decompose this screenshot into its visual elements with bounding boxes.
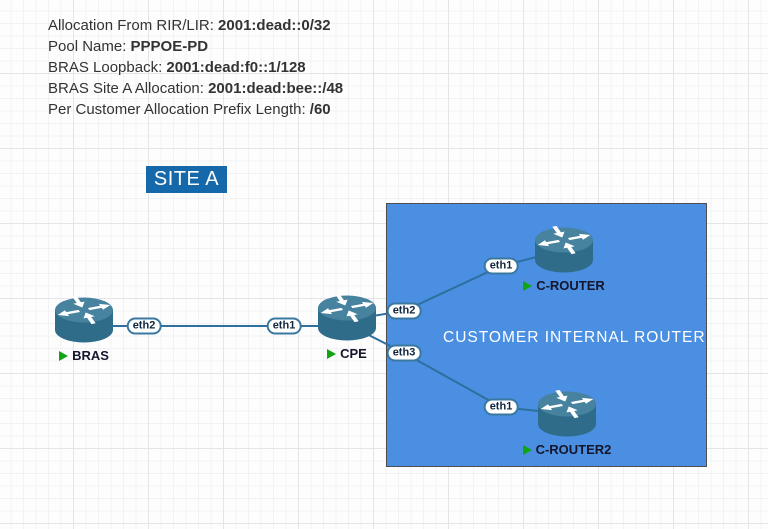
link-cpe-crouter2[interactable] bbox=[346, 323, 567, 415]
allocation-notes[interactable]: Allocation From RIR/LIR: 2001:dead::0/32… bbox=[48, 15, 343, 120]
node-bras[interactable]: BRAS bbox=[39, 296, 129, 363]
node-name: BRAS bbox=[72, 348, 109, 363]
note-line: BRAS Site A Allocation: 2001:dead:bee::/… bbox=[48, 80, 344, 97]
node-label-c-router[interactable]: C-ROUTER bbox=[523, 278, 605, 293]
node-label-bras[interactable]: BRAS bbox=[59, 348, 109, 363]
interface-label-bras-eth2[interactable]: eth2 bbox=[126, 317, 162, 335]
note-line: Per Customer Allocation Prefix Length: /… bbox=[48, 101, 331, 118]
node-cpe[interactable]: CPE bbox=[302, 294, 392, 361]
status-running-icon bbox=[523, 280, 533, 291]
note-line: Pool Name: PPPOE-PD bbox=[48, 38, 209, 55]
node-name: CPE bbox=[340, 346, 367, 361]
interface-label-crouter2-eth1[interactable]: eth1 bbox=[483, 398, 519, 416]
node-name: C-ROUTER bbox=[536, 278, 605, 293]
note-line: Allocation From RIR/LIR: 2001:dead::0/32 bbox=[48, 17, 331, 34]
interface-label-cpe-eth3[interactable]: eth3 bbox=[386, 344, 422, 362]
router-icon bbox=[318, 294, 376, 341]
site-a-label[interactable]: SITE A bbox=[146, 166, 227, 193]
node-name: C-ROUTER2 bbox=[535, 442, 612, 457]
customer-zone-title[interactable]: CUSTOMER INTERNAL ROUTER bbox=[443, 329, 706, 346]
status-running-icon bbox=[327, 348, 337, 359]
status-running-icon bbox=[59, 350, 69, 361]
router-icon bbox=[535, 226, 593, 273]
note-line: BRAS Loopback: 2001:dead:f0::1/128 bbox=[48, 59, 306, 76]
node-label-c-router2[interactable]: C-ROUTER2 bbox=[522, 442, 612, 457]
router-icon bbox=[55, 296, 113, 343]
node-c-router[interactable]: C-ROUTER bbox=[519, 226, 609, 293]
node-c-router2[interactable]: C-ROUTER2 bbox=[522, 390, 612, 457]
status-running-icon bbox=[522, 444, 532, 455]
interface-label-cpe-eth2[interactable]: eth2 bbox=[386, 302, 422, 320]
interface-label-cpe-eth1[interactable]: eth1 bbox=[266, 317, 302, 335]
router-icon bbox=[538, 390, 596, 437]
node-label-cpe[interactable]: CPE bbox=[327, 346, 367, 361]
interface-label-crouter-eth1[interactable]: eth1 bbox=[483, 257, 519, 275]
